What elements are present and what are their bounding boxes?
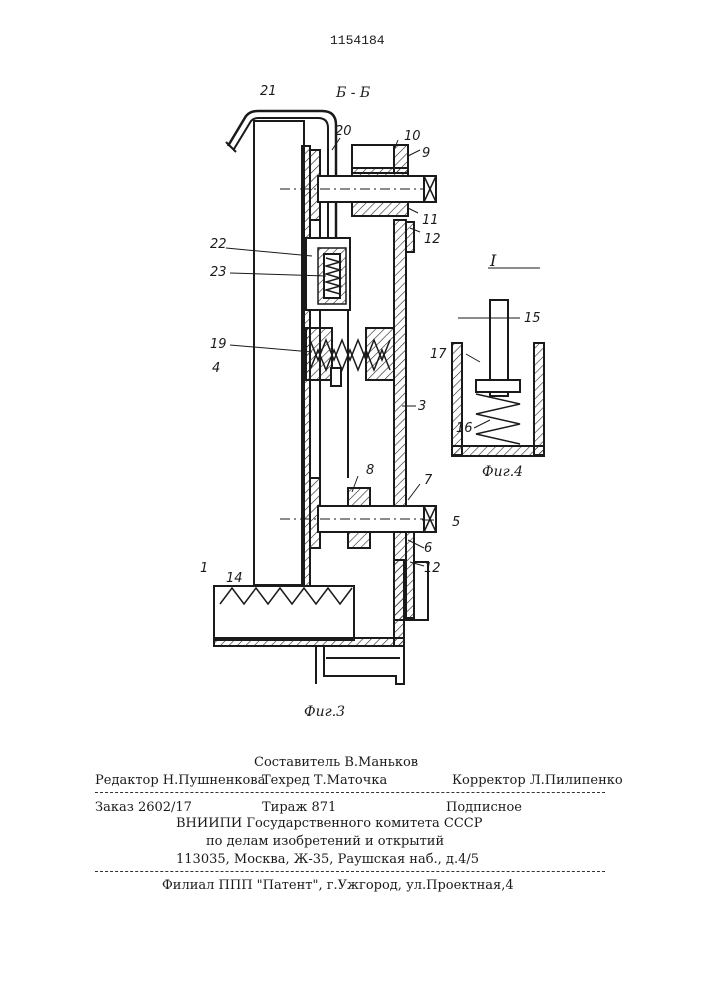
- figure-4-caption: Фиг.4: [482, 464, 523, 480]
- label-10: 10: [404, 129, 421, 144]
- label-6: 6: [424, 541, 432, 556]
- label-15: 15: [524, 311, 541, 326]
- label-4: 4: [212, 361, 220, 376]
- label-8: 8: [366, 463, 374, 478]
- figure-3-drawing: [214, 111, 440, 684]
- committee: по делам изобретений и открытий: [206, 834, 444, 849]
- proofreader: Корректор Л.Пилипенко: [452, 773, 623, 788]
- branch: Филиал ППП "Патент", г.Ужгород, ул.Проек…: [162, 878, 514, 893]
- label-7: 7: [424, 473, 433, 488]
- label-17: 17: [430, 347, 447, 362]
- order: Заказ 2602/17: [95, 800, 192, 815]
- subscription: Подписное: [446, 800, 522, 815]
- label-3: 3: [418, 399, 426, 414]
- label-23: 23: [210, 265, 227, 280]
- divider-top: [95, 792, 605, 793]
- label-9: 9: [422, 146, 430, 161]
- label-5: 5: [452, 515, 460, 530]
- institute: ВНИИПИ Государственного комитета СССР: [176, 816, 483, 831]
- section-label: Б - Б: [335, 85, 370, 101]
- compiler: Составитель В.Маньков: [254, 755, 418, 770]
- label-11: 11: [422, 213, 439, 228]
- circulation: Тираж 871: [262, 800, 336, 815]
- figure-3-caption: Фиг.3: [304, 704, 345, 720]
- label-21: 21: [260, 84, 277, 99]
- label-16: 16: [456, 421, 473, 436]
- technical-drawing: 21 20 10 9 11 12 22 23 19 4 3 8 7 5 6 12…: [0, 0, 707, 720]
- label-20: 20: [335, 124, 352, 139]
- view-label: I: [489, 251, 497, 270]
- label-22: 22: [210, 237, 227, 252]
- label-1: 1: [200, 561, 208, 576]
- label-12a: 12: [424, 232, 441, 247]
- address: 113035, Москва, Ж-35, Раушская наб., д.4…: [176, 852, 479, 867]
- editor: Редактор Н.Пушненкова: [95, 773, 265, 788]
- label-12b: 12: [424, 561, 441, 576]
- tech-editor: Техред Т.Маточка: [262, 773, 387, 788]
- label-14: 14: [226, 571, 243, 586]
- label-19: 19: [210, 337, 227, 352]
- divider-bottom: [95, 871, 605, 872]
